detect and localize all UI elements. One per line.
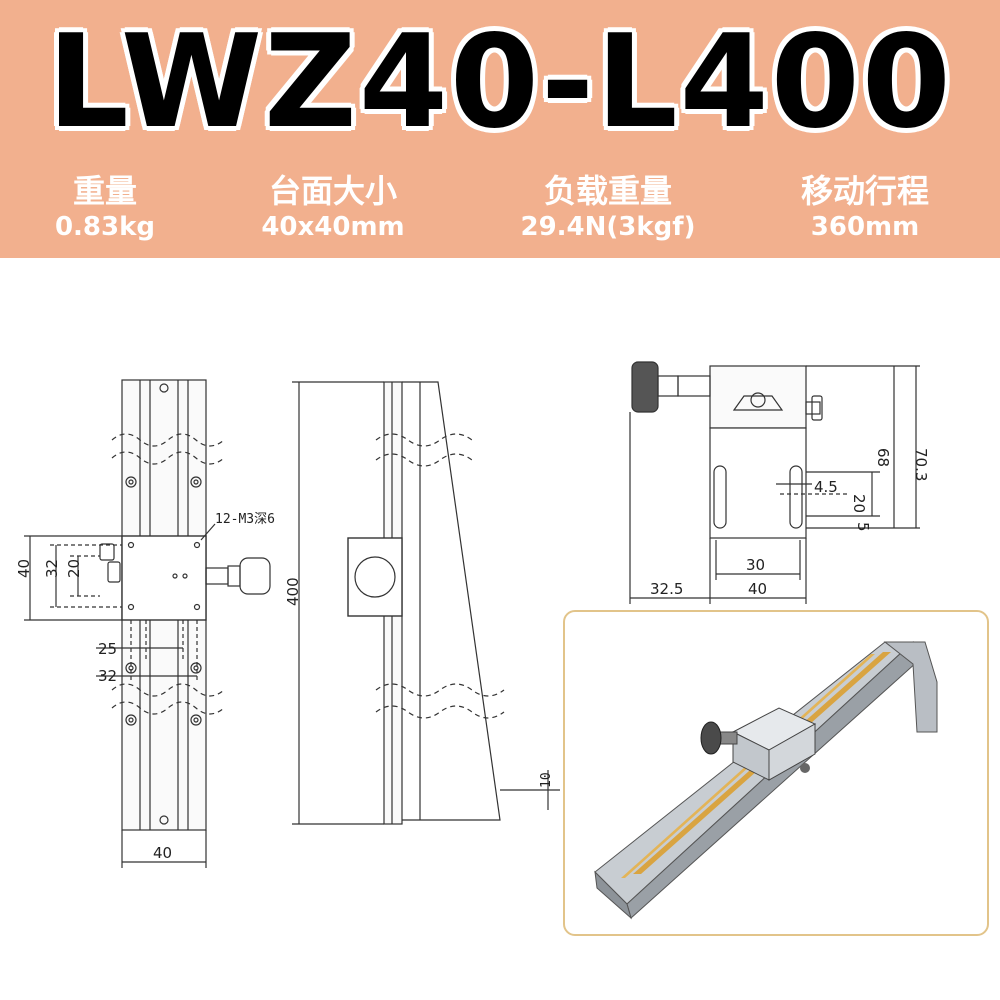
end-view	[629, 361, 920, 604]
end-dim-30: 30	[746, 556, 765, 574]
spec-banner: LWZ40-L400 重量 0.83kg 台面大小 40x40mm 负载重量 2…	[0, 0, 1000, 258]
spec-travel-label: 移动行程	[800, 172, 929, 210]
end-dim-5: 5	[854, 522, 872, 532]
front-dim-32: 32	[43, 559, 61, 578]
spec-travel: 移动行程 360mm	[745, 172, 985, 244]
end-dim-20: 20	[850, 494, 868, 513]
spec-weight-value: 0.83kg	[54, 212, 156, 242]
product-render-frame	[563, 610, 989, 936]
spec-load-label: 负载重量	[543, 172, 672, 210]
front-dim-40-bottom: 40	[153, 844, 172, 862]
spec-weight-label: 重量	[72, 172, 137, 210]
front-dim-40: 40	[15, 559, 33, 578]
spec-weight: 重量 0.83kg	[0, 172, 225, 244]
side-view	[292, 381, 560, 825]
end-dim-68: 68	[874, 448, 892, 467]
side-dim-400: 400	[284, 577, 302, 606]
front-dim-20: 20	[65, 559, 83, 578]
product-title: LWZ40-L400	[47, 8, 953, 157]
spec-table-size-label: 台面大小	[268, 172, 397, 210]
end-dim-70-3: 70.3	[912, 448, 930, 481]
spec-table-size-value: 40x40mm	[261, 212, 405, 242]
front-dim-32-bottom: 32	[98, 667, 117, 685]
front-note: 12-M3深6	[215, 512, 275, 527]
end-dim-4-5: 4.5	[814, 478, 838, 496]
product-render	[594, 641, 938, 920]
side-dim-10: 10	[539, 772, 554, 788]
front-view	[24, 379, 271, 868]
front-dim-25: 25	[98, 640, 117, 658]
spec-travel-value: 360mm	[810, 212, 920, 242]
end-dim-40: 40	[748, 580, 767, 598]
technical-drawing: 12-M3深6 40 32 20 25 32 40 400 10 68 70.3…	[15, 361, 930, 868]
spec-table-size: 台面大小 40x40mm	[213, 172, 453, 244]
spec-load: 负载重量 29.4N(3kgf)	[488, 172, 728, 244]
end-dim-32-5: 32.5	[650, 580, 683, 598]
spec-load-value: 29.4N(3kgf)	[520, 212, 696, 242]
